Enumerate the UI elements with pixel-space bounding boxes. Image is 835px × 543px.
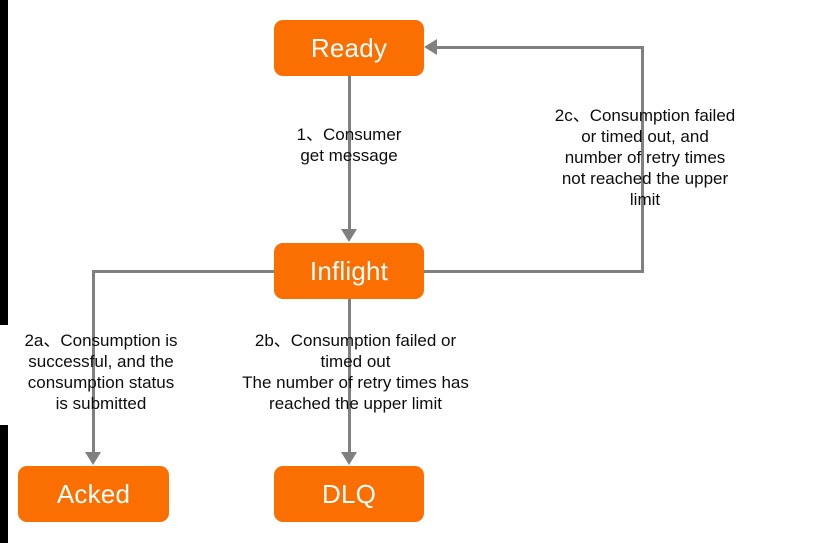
state-node-dlq-label: DLQ (321, 478, 377, 509)
state-node-acked[interactable]: Acked (18, 466, 169, 522)
connector-inflight-to-ready-segment-horizontal-bottom (424, 270, 644, 273)
left-edge-strip-bottom (0, 425, 8, 543)
state-node-inflight[interactable]: Inflight (274, 243, 424, 299)
edge-label-inflight-to-acked: 2a、Consumption is successful, and the co… (24, 331, 178, 413)
state-node-ready-label: Ready (310, 32, 388, 63)
arrowhead-into-dlq-top (341, 452, 357, 465)
arrowhead-into-acked-top (85, 452, 101, 465)
connector-inflight-to-acked-segment-horizontal (92, 270, 274, 273)
connector-inflight-to-acked-segment-vertical (92, 270, 95, 454)
arrowhead-into-inflight-top (341, 229, 357, 242)
connector-inflight-to-ready-segment-horizontal-top (437, 46, 644, 49)
connector-ready-to-inflight (348, 76, 351, 231)
connector-inflight-to-ready-segment-vertical (641, 46, 644, 273)
state-node-dlq[interactable]: DLQ (274, 466, 424, 522)
state-node-acked-label: Acked (56, 478, 131, 509)
left-edge-strip-top (0, 0, 8, 325)
edge-label-inflight-to-ready: 2c、Consumption failed or timed out, and … (554, 106, 736, 209)
edge-label-ready-to-inflight: 1、Consumer get message (296, 125, 402, 165)
connector-inflight-to-dlq (348, 299, 351, 454)
state-node-inflight-label: Inflight (309, 255, 389, 286)
arrowhead-into-ready-right (424, 39, 437, 55)
state-node-ready[interactable]: Ready (274, 20, 424, 76)
edge-label-inflight-to-dlq: 2b、Consumption failed or timed out The n… (242, 331, 469, 413)
